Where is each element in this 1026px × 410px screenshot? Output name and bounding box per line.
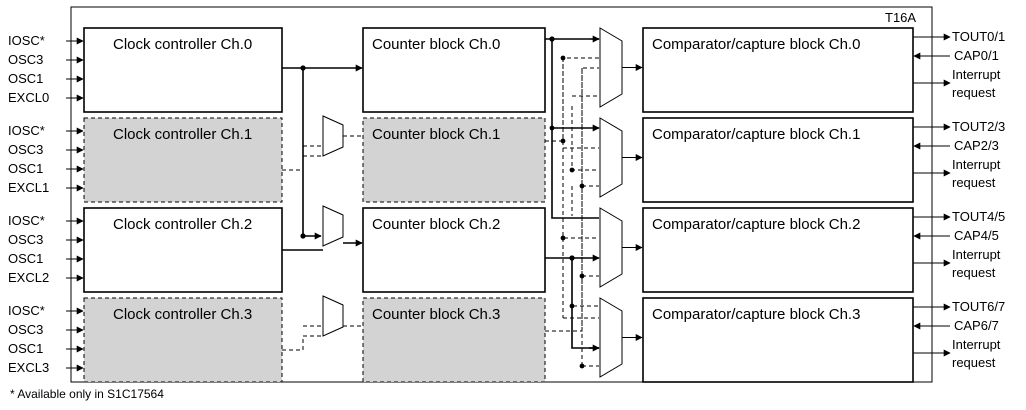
clock-controller-ch2 (83, 207, 283, 293)
cap-label: CAP2/3 (954, 138, 999, 153)
junction-dot (579, 363, 585, 369)
comparator-capture-label: Comparator/capture block Ch.3 (652, 306, 860, 323)
interrupt-label: Interrupt (952, 157, 1001, 172)
junction-dot (560, 55, 566, 61)
input-label-ch1-0: IOSC* (8, 123, 45, 138)
counter-aux-bus2 (562, 141, 599, 239)
clock3-own (282, 335, 321, 351)
clock-controller-label: Clock controller Ch.1 (113, 126, 252, 143)
input-label-ch1-1: OSC3 (8, 142, 43, 157)
counter-block-ch0 (362, 27, 546, 113)
comparator-capture-block-ch1 (642, 117, 914, 203)
clock-mux (322, 205, 344, 247)
input-label-ch2-1: OSC3 (8, 232, 43, 247)
clock-controller-ch0 (83, 27, 283, 113)
comparator-capture-label: Comparator/capture block Ch.1 (652, 126, 860, 143)
input-label-ch2-3: EXCL2 (8, 270, 49, 285)
channel-selector-mux-ch2 (599, 207, 623, 288)
junction-dot (579, 183, 585, 189)
comparator-capture-block-ch2 (642, 207, 914, 293)
module-name: T16A (885, 10, 916, 25)
tout-label: TOUT0/1 (952, 29, 1005, 44)
channel-selector-mux-ch0 (599, 27, 623, 108)
counter-block-label: Counter block Ch.2 (372, 216, 500, 233)
channel-selector-mux-ch3 (599, 297, 623, 378)
interrupt-label: request (952, 355, 996, 370)
counter-block-label: Counter block Ch.0 (372, 36, 500, 53)
junction-dot (560, 235, 566, 241)
input-label-ch0-3: EXCL0 (8, 90, 49, 105)
comparator-capture-label: Comparator/capture block Ch.2 (652, 216, 860, 233)
input-label-ch0-0: IOSC* (8, 33, 45, 48)
cap-label: CAP0/1 (954, 48, 999, 63)
interrupt-label: Interrupt (952, 337, 1001, 352)
io-layer: IOSC*OSC3OSC1EXCL0TOUT0/1CAP0/1Interrupt… (8, 29, 1005, 375)
comparator-capture-block-ch0 (642, 27, 914, 113)
junction-dot (549, 125, 555, 131)
clock-mux (322, 115, 344, 157)
comparator-capture-block-ch3 (642, 297, 914, 383)
input-label-ch2-2: OSC1 (8, 251, 43, 266)
counter-block-ch1 (362, 117, 546, 203)
cap-label: CAP4/5 (954, 228, 999, 243)
counter-block-label: Counter block Ch.3 (372, 306, 500, 323)
footnote: * Available only in S1C17564 (10, 387, 164, 401)
counter-block-label: Counter block Ch.1 (372, 126, 500, 143)
interrupt-label: request (952, 265, 996, 280)
junction-dot (560, 138, 566, 144)
clock-controller-ch3 (83, 297, 283, 383)
clock-controller-label: Clock controller Ch.2 (113, 216, 252, 233)
junction-dot (569, 303, 575, 309)
junction-dot (569, 167, 575, 173)
input-label-ch3-0: IOSC* (8, 303, 45, 318)
input-label-ch3-1: OSC3 (8, 322, 43, 337)
input-label-ch0-2: OSC1 (8, 71, 43, 86)
input-label-ch1-3: EXCL1 (8, 180, 49, 195)
junction-dot (579, 273, 585, 279)
input-label-ch0-1: OSC3 (8, 52, 43, 67)
counter-aux-bus9 (571, 258, 599, 307)
interrupt-label: request (952, 175, 996, 190)
counter-aux-bus12 (551, 128, 599, 219)
comparator-capture-label: Comparator/capture block Ch.0 (652, 36, 860, 53)
junction-dot (300, 233, 306, 239)
tout-label: TOUT4/5 (952, 209, 1005, 224)
interrupt-label: Interrupt (952, 67, 1001, 82)
wires-layer (282, 35, 643, 369)
clock-controller-ch1 (83, 117, 283, 203)
counter-block-ch2 (362, 207, 546, 293)
junction-dot (569, 255, 575, 261)
clock-controller-label: Clock controller Ch.0 (113, 36, 252, 53)
tout-label: TOUT2/3 (952, 119, 1005, 134)
input-label-ch1-2: OSC1 (8, 161, 43, 176)
input-label-ch2-0: IOSC* (8, 213, 45, 228)
clock1-own (282, 155, 321, 171)
channel-selector-mux-ch1 (599, 117, 623, 198)
input-label-ch3-2: OSC1 (8, 341, 43, 356)
cap-label: CAP6/7 (954, 318, 999, 333)
clock-controller-label: Clock controller Ch.3 (113, 306, 252, 323)
counter3-bus (545, 67, 599, 332)
counter-block-ch3 (362, 297, 546, 383)
counter1-bus (545, 57, 599, 142)
interrupt-label: Interrupt (952, 247, 1001, 262)
input-label-ch3-3: EXCL3 (8, 360, 49, 375)
tout-label: TOUT6/7 (952, 299, 1005, 314)
junction-dot (549, 36, 555, 42)
clock-mux (322, 295, 344, 337)
interrupt-label: request (952, 85, 996, 100)
junction-dot (300, 65, 306, 71)
